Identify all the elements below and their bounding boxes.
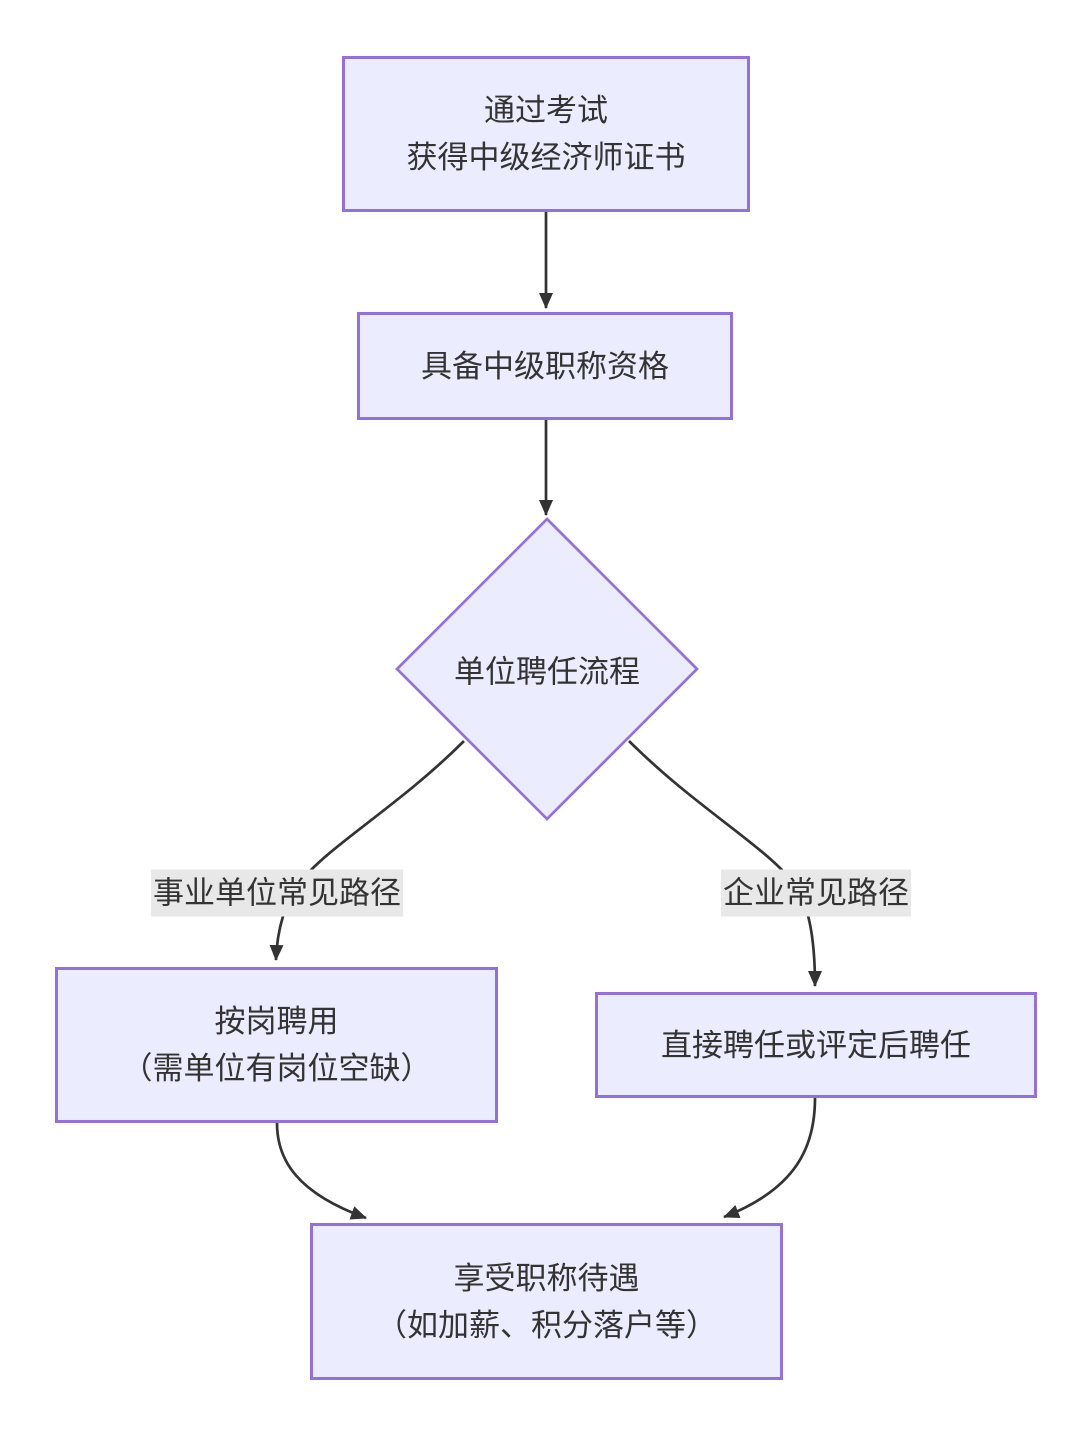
node-benefits-line2: （如加薪、积分落户等） bbox=[376, 1307, 717, 1343]
node-qualify: 具备中级职称资格 bbox=[357, 312, 733, 420]
edge-decision-to-public bbox=[269, 740, 465, 961]
edge-decision-to-enterprise bbox=[628, 740, 822, 987]
edge-label-public-path: 事业单位常见路径 bbox=[151, 869, 403, 917]
edge-public-to-benefits bbox=[275, 1122, 367, 1220]
node-exam: 通过考试 获得中级经济师证书 bbox=[342, 56, 750, 212]
node-enterprise-line1: 直接聘任或评定后聘任 bbox=[661, 1027, 971, 1063]
node-exam-line1: 通过考试 bbox=[484, 93, 608, 128]
node-public-hiring: 按岗聘用 （需单位有岗位空缺） bbox=[55, 967, 498, 1123]
node-benefits-line1: 享受职称待遇 bbox=[453, 1260, 640, 1296]
edge-enterprise-to-benefits bbox=[723, 1097, 817, 1219]
node-enterprise-hiring: 直接聘任或评定后聘任 bbox=[595, 992, 1037, 1098]
node-exam-line2: 获得中级经济师证书 bbox=[406, 140, 686, 175]
node-qualify-line1: 具备中级职称资格 bbox=[421, 348, 669, 384]
node-decision-label: 单位聘任流程 bbox=[454, 654, 640, 690]
node-public-line2: （需单位有岗位空缺） bbox=[121, 1051, 432, 1086]
node-public-line1: 按岗聘用 bbox=[214, 1004, 339, 1039]
edge-label-enterprise-path: 企业常见路径 bbox=[721, 869, 911, 917]
node-benefits: 享受职称待遇 （如加薪、积分落户等） bbox=[310, 1223, 783, 1380]
decision-diamond-shape bbox=[395, 517, 699, 821]
